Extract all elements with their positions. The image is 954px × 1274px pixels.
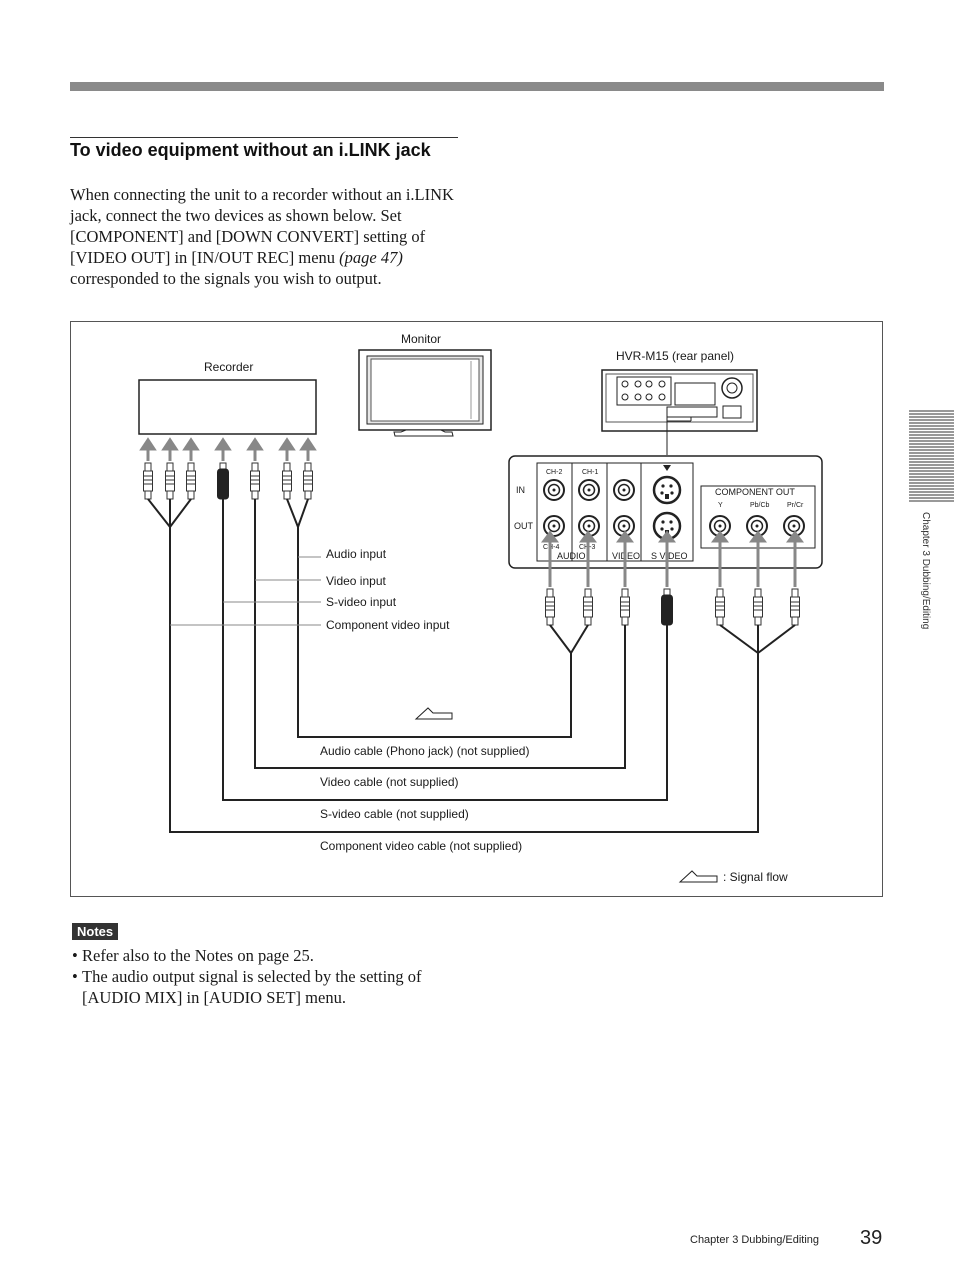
note-item: Refer also to the Notes on page 25. — [72, 945, 472, 966]
audio-input-label: Audio input — [326, 547, 387, 561]
device-label: HVR-M15 (rear panel) — [616, 349, 734, 363]
page-reference: (page 47) — [339, 248, 403, 267]
recorder-label: Recorder — [204, 360, 253, 374]
panel-audio-label: AUDIO — [557, 551, 586, 561]
monitor-label: Monitor — [401, 332, 441, 346]
panel-output-arrows — [541, 530, 804, 587]
signal-flow-legend: : Signal flow — [723, 870, 788, 884]
side-chapter-label: Chapter 3 Dubbing/Editing — [920, 512, 931, 630]
section-heading: To video equipment without an i.LINK jac… — [70, 140, 431, 160]
intro-paragraph: When connecting the unit to a recorder w… — [70, 184, 462, 289]
component-cable-label: Component video cable (not supplied) — [320, 839, 522, 853]
footer-chapter-label: Chapter 3 Dubbing/Editing — [690, 1234, 820, 1246]
audio-cable-label: Audio cable (Phono jack) (not supplied) — [320, 744, 529, 758]
monitor — [358, 349, 492, 437]
legend-signal-flow-icon — [678, 870, 718, 883]
panel-y-label: Y — [718, 502, 723, 509]
intro-text-part2: corresponded to the signals you wish to … — [70, 269, 382, 288]
panel-out-label: OUT — [514, 521, 534, 531]
notes-list: Refer also to the Notes on page 25. The … — [72, 945, 472, 1008]
svideo-input-label: S-video input — [326, 595, 397, 609]
panel-component-out-label: COMPONENT OUT — [715, 487, 795, 497]
video-cable-label: Video cable (not supplied) — [320, 775, 459, 789]
recorder-input-arrows — [139, 437, 317, 461]
connection-diagram: Monitor Recorder HVR-M15 (rear panel) — [70, 321, 883, 897]
recorder — [138, 379, 317, 435]
top-rule — [70, 82, 884, 91]
cables — [147, 498, 796, 833]
panel-in-label: IN — [516, 485, 525, 495]
panel-pr-label: Pr/Cr — [787, 502, 804, 509]
panel-ch1-label: CH-1 — [582, 469, 598, 476]
component-input-label: Component video input — [326, 618, 450, 632]
svideo-cable-label: S-video cable (not supplied) — [320, 807, 469, 821]
note-item: The audio output signal is selected by t… — [72, 966, 472, 1008]
heading-rule — [70, 137, 458, 138]
connection-diagram-svg: Monitor Recorder HVR-M15 (rear panel) — [138, 332, 823, 884]
notes-badge: Notes — [72, 923, 119, 940]
signal-flow-arrow-icon — [414, 707, 453, 720]
hvr-m15-rear-panel — [601, 369, 758, 455]
panel-ch2-label: CH-2 — [546, 469, 562, 476]
page-number: 39 — [860, 1227, 883, 1249]
panel-pb-label: Pb/Cb — [750, 502, 770, 509]
input-leader-lines — [170, 556, 321, 626]
chapter-side-tab — [909, 410, 954, 502]
intro-text-part1: When connecting the unit to a recorder w… — [70, 185, 454, 267]
video-input-label: Video input — [326, 574, 386, 588]
panel-svideo-label: S VIDEO — [651, 551, 688, 561]
